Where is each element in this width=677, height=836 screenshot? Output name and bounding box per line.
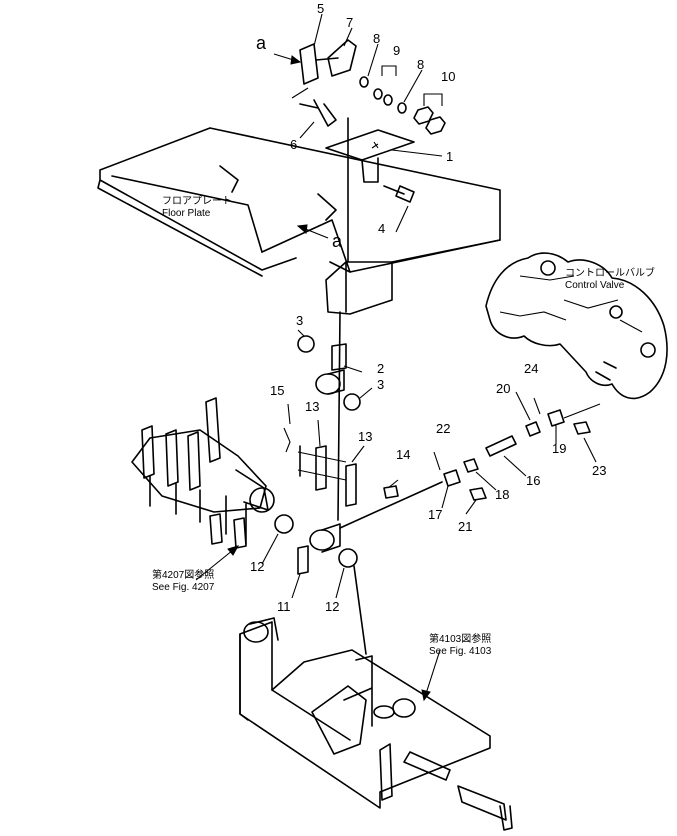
callout-11: 11 bbox=[277, 599, 291, 614]
callout-7: 7 bbox=[346, 15, 354, 30]
callout-16: 16 bbox=[526, 473, 541, 488]
callout-13-left: 13 bbox=[305, 399, 320, 414]
callout-9: 9 bbox=[393, 43, 401, 58]
leader-lines bbox=[195, 13, 597, 702]
middle-arm bbox=[297, 335, 373, 411]
rocker-frame bbox=[131, 397, 275, 549]
callout-3-lower: 3 bbox=[377, 377, 385, 392]
floor-bracket bbox=[325, 239, 501, 315]
callout-8-upper: 8 bbox=[373, 31, 381, 46]
callout-6: 6 bbox=[290, 137, 298, 152]
callout-24: 24 bbox=[524, 361, 539, 376]
callout-8-lower: 8 bbox=[417, 57, 425, 72]
fig-4103-reference: 第4103図参照 See Fig. 4103 bbox=[429, 634, 492, 657]
view-mark-a-bottom: a bbox=[332, 231, 343, 251]
callout-3-upper: 3 bbox=[296, 313, 304, 328]
callout-5: 5 bbox=[317, 1, 325, 16]
callout-17: 17 bbox=[428, 507, 443, 522]
control-valve-caption: コントロールバルブ Control Valve bbox=[565, 268, 655, 291]
control-rod bbox=[339, 397, 601, 529]
callout-22: 22 bbox=[436, 421, 451, 436]
callout-10: 10 bbox=[441, 69, 456, 84]
fig-4207-reference: 第4207図参照 See Fig. 4207 bbox=[152, 570, 215, 593]
control-valve bbox=[485, 252, 668, 400]
callout-14: 14 bbox=[396, 447, 411, 462]
callout-13-right: 13 bbox=[358, 429, 373, 444]
bolt-14 bbox=[383, 479, 399, 499]
callout-12-right: 12 bbox=[325, 599, 340, 614]
callout-19: 19 bbox=[552, 441, 567, 456]
floor-plate bbox=[97, 127, 501, 277]
callout-1: 1 bbox=[446, 149, 454, 164]
base-frame bbox=[239, 617, 513, 831]
callout-4: 4 bbox=[378, 221, 386, 236]
bolt-4 bbox=[383, 185, 415, 233]
callout-23: 23 bbox=[592, 463, 607, 478]
callout-12-left: 12 bbox=[250, 559, 265, 574]
callout-15: 15 bbox=[270, 383, 285, 398]
callout-18: 18 bbox=[495, 487, 510, 502]
view-mark-a-top: a bbox=[256, 33, 267, 53]
lower-arm bbox=[274, 514, 367, 655]
pedal-bracket bbox=[325, 129, 415, 183]
callout-20: 20 bbox=[496, 381, 511, 396]
callout-2: 2 bbox=[377, 361, 385, 376]
callout-21: 21 bbox=[458, 519, 473, 534]
pedal-rod bbox=[337, 117, 349, 521]
link-plates bbox=[283, 427, 357, 507]
floor-plate-caption: フロアプレート Floor Plate bbox=[162, 196, 232, 219]
view-arrows bbox=[273, 53, 329, 239]
upper-hardware bbox=[291, 39, 446, 135]
